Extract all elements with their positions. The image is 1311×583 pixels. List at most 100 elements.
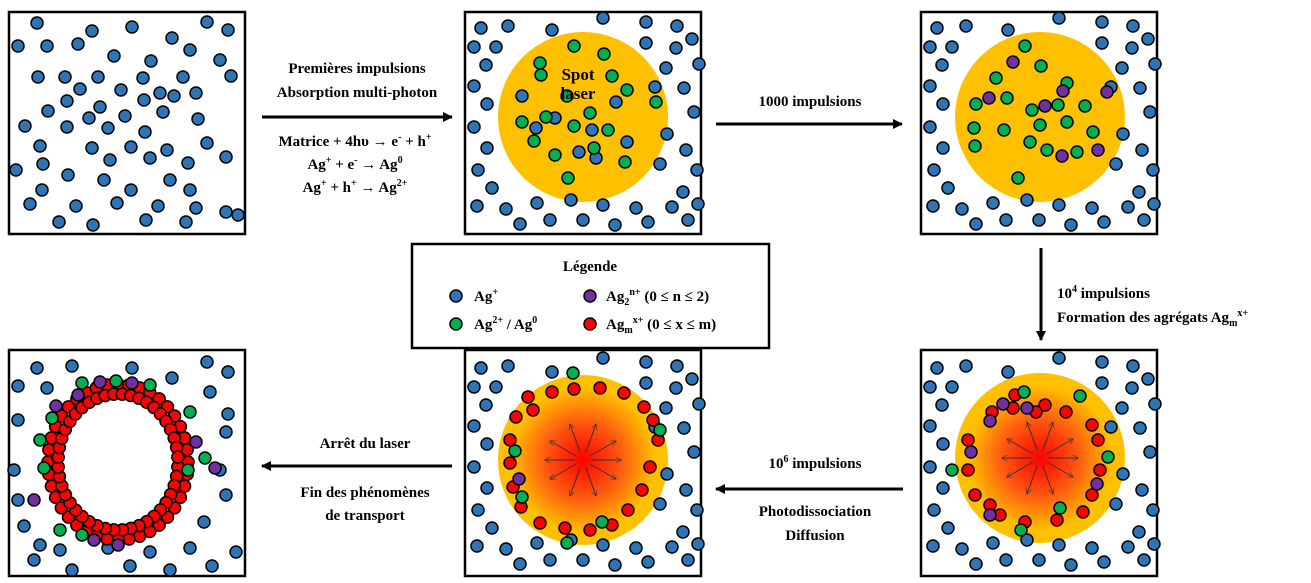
step1-equation1: Matrice + 4hυ → e- + h+	[278, 132, 431, 150]
diffusion-arrow	[1007, 439, 1034, 455]
particle-ag-plus	[137, 93, 151, 107]
particle-ag-plus	[515, 89, 529, 103]
diffusion-arrow	[1027, 465, 1038, 494]
particle-agm	[1059, 405, 1073, 419]
particle-ag-plus	[471, 503, 485, 517]
particle-ag-plus	[11, 413, 25, 427]
particle-ag-plus	[156, 105, 170, 119]
particle-ag2-or-ag0	[515, 115, 529, 129]
particle-agm	[961, 433, 975, 447]
particle-ag-plus	[18, 119, 32, 133]
particle-ag-plus	[189, 86, 203, 100]
particle-ag2-or-ag0	[601, 123, 615, 137]
particle-ag-plus	[923, 79, 937, 93]
particle-ag2-or-ag0	[595, 515, 609, 529]
panel-1000-pulses	[919, 10, 1162, 236]
diffusion-arrow	[550, 441, 577, 457]
particle-ag-plus	[501, 359, 515, 373]
particle-ag-plus	[1116, 467, 1130, 481]
particle-ag2-or-ag0	[1053, 501, 1067, 515]
particle-ag-plus	[219, 205, 233, 219]
particle-ag-plus	[936, 437, 950, 451]
particle-ag-plus	[677, 81, 691, 95]
particle-ag-plus	[200, 355, 214, 369]
particle-ag-plus	[639, 376, 653, 390]
particle-ag-plus	[1020, 533, 1034, 547]
particle-ag-plus	[1095, 355, 1109, 369]
particle-ag-plus	[9, 163, 23, 177]
particle-ag2n	[1100, 85, 1114, 99]
particle-ag-plus	[470, 199, 484, 213]
particle-ag-plus	[30, 361, 44, 375]
particle-ag-plus	[501, 19, 515, 33]
particle-ag-plus	[224, 69, 238, 83]
particle-ag-plus	[923, 120, 937, 134]
particle-ag-plus	[221, 407, 235, 421]
legend-title: Légende	[563, 259, 618, 275]
particle-ag-plus	[1115, 61, 1129, 75]
particle-ag-plus	[1121, 540, 1135, 554]
particle-ag-plus	[107, 49, 121, 63]
particle-ag-plus	[183, 541, 197, 555]
particle-ag2-or-ag0	[997, 123, 1011, 137]
particle-ag-plus	[653, 157, 667, 171]
particle-ag-plus	[930, 361, 944, 375]
step5-line3: de transport	[325, 508, 405, 524]
particle-ag-plus	[30, 16, 44, 30]
particle-ag-plus	[33, 139, 47, 153]
particle-ag-plus	[136, 71, 150, 85]
particle-ag-plus	[7, 463, 21, 477]
particle-ag2n	[189, 435, 203, 449]
step4-line3: Diffusion	[785, 528, 845, 544]
particle-agm	[526, 403, 540, 417]
particle-ag-plus	[1001, 23, 1015, 37]
particle-ag-plus	[572, 145, 586, 159]
particle-ag-plus	[470, 539, 484, 553]
particle-ag-plus	[125, 20, 139, 34]
diffusion-arrow	[585, 467, 596, 496]
particle-ag-plus	[480, 97, 494, 111]
particle-ag-plus	[85, 24, 99, 38]
particle-ag-plus	[123, 559, 137, 573]
particle-ag-plus	[685, 32, 699, 46]
particle-ag-plus	[923, 40, 937, 54]
particle-ag2n	[982, 91, 996, 105]
particle-agm	[621, 503, 635, 517]
particle-ag-plus	[679, 483, 693, 497]
particle-ag-plus	[529, 121, 543, 135]
particle-ag-plus	[1109, 157, 1123, 171]
particle-ag-plus	[179, 215, 193, 229]
particle-ag-plus	[1115, 401, 1129, 415]
ion-particles	[923, 351, 1162, 572]
particle-ag2-or-ag0	[181, 463, 195, 477]
particle-ag2-or-ag0	[109, 374, 123, 388]
particle-ag-plus	[564, 193, 578, 207]
particle-ag-plus	[231, 208, 245, 222]
particle-ag2n	[996, 397, 1010, 411]
diffusion-arrow	[1046, 439, 1073, 455]
particle-ag-plus	[65, 563, 79, 577]
particle-ag-plus	[176, 70, 190, 84]
particle-ag-plus	[103, 153, 117, 167]
particle-ag-plus	[143, 151, 157, 165]
particle-ag-plus	[576, 213, 590, 227]
particle-ag-plus	[936, 481, 950, 495]
particle-ag-plus	[945, 40, 959, 54]
particle-ag-plus	[60, 120, 74, 134]
particle-ag-plus	[936, 141, 950, 155]
particle-ag-plus	[124, 183, 138, 197]
particle-ag-plus	[118, 109, 132, 123]
laser-spot-hot	[498, 375, 668, 545]
particle-ag-plus	[467, 40, 481, 54]
particle-agm	[171, 450, 185, 464]
particle-ag-plus	[138, 125, 152, 139]
particle-ag-plus	[485, 181, 499, 195]
step4-line2: Photodissociation	[759, 504, 872, 520]
particle-ag-plus	[1032, 553, 1046, 567]
particle-ag2n	[87, 533, 101, 547]
particle-ag2-or-ag0	[1018, 39, 1032, 53]
particle-ag-plus	[1135, 143, 1149, 157]
particle-ag-plus	[513, 217, 527, 231]
particle-ag-plus	[1137, 553, 1151, 567]
particle-ag2-or-ag0	[1011, 171, 1025, 185]
